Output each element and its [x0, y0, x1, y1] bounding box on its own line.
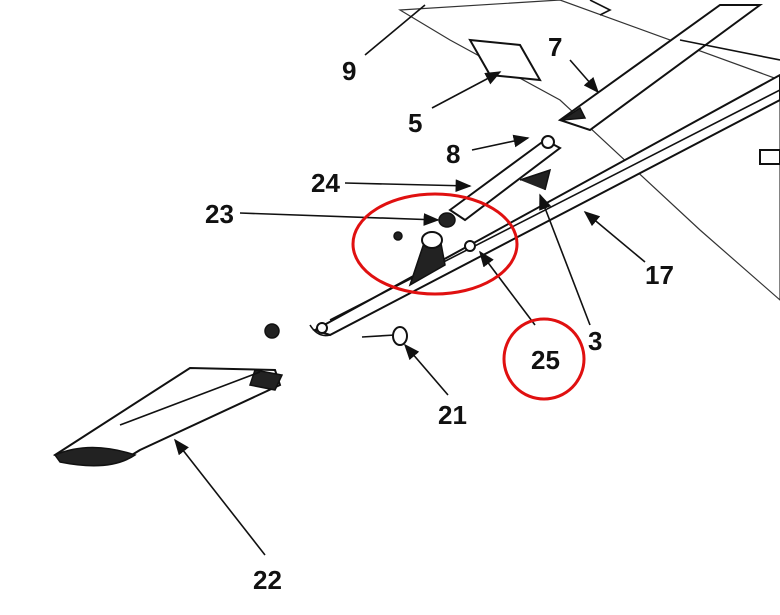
nut-bolt [264, 323, 408, 346]
leader-lines [174, 4, 646, 556]
callout-17: 17 [645, 260, 674, 290]
highlight-circle-25 [502, 317, 586, 401]
callout-8: 8 [446, 139, 460, 169]
wing-panel [398, 0, 780, 301]
fairing [52, 366, 284, 467]
callout-22: 22 [253, 565, 282, 595]
callout-7: 7 [548, 32, 562, 62]
callout-24: 24 [311, 168, 340, 198]
callout-5: 5 [408, 108, 422, 138]
callout-3: 3 [588, 326, 602, 356]
callout-25: 25 [531, 345, 560, 375]
highlight-ellipse [351, 192, 519, 296]
bracket [393, 212, 476, 287]
upper-strut [557, 4, 780, 132]
callout-9: 9 [342, 56, 356, 86]
callout-21: 21 [438, 400, 467, 430]
callout-23: 23 [205, 199, 234, 229]
